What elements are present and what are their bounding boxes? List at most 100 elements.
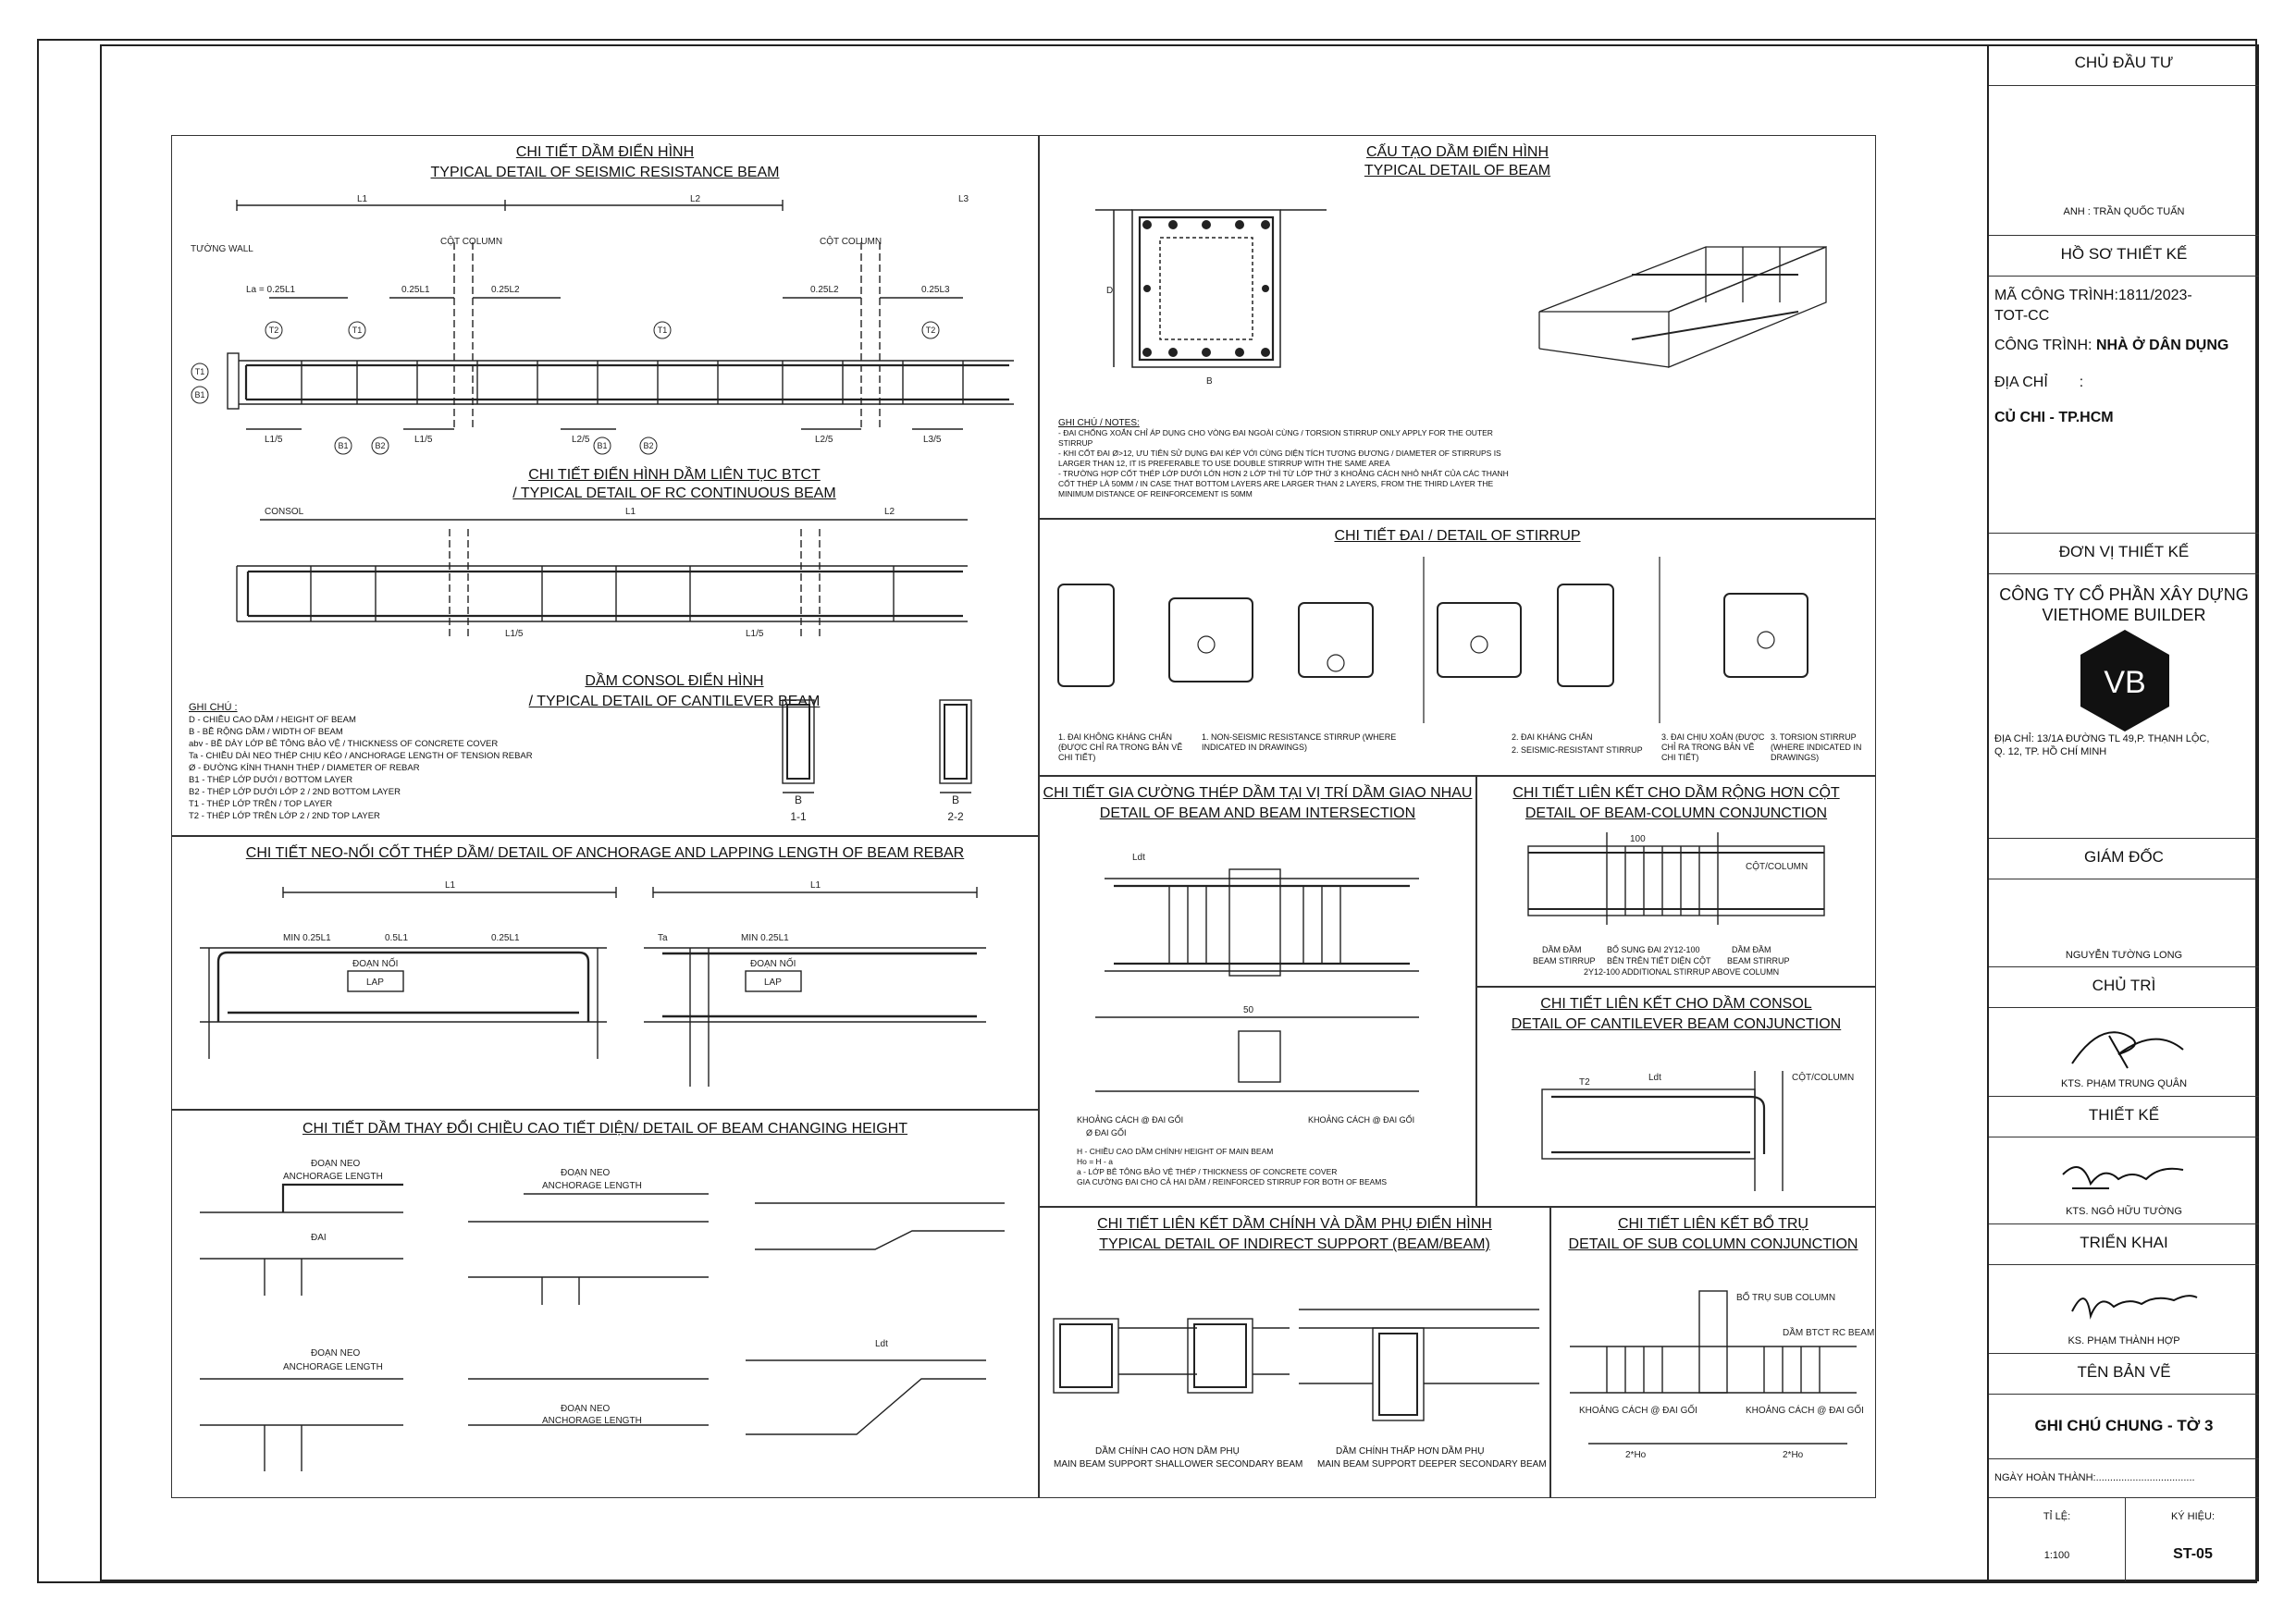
beam-note-line: CỐT THÉP LÀ 50MM / IN CASE THAT BOTTOM L…	[1058, 479, 1494, 488]
p7-title-en: DETAIL OF BEAM CHANGING HEIGHT	[642, 1121, 908, 1137]
sc-kc-b: KHOẢNG CÁCH @ ĐAI GỐI	[1746, 1403, 1864, 1416]
dim-025l2: 0.25L2	[491, 285, 520, 295]
panel-seismic-beam: CHI TIẾT DẦM ĐIỂN HÌNH TYPICAL DETAIL OF…	[171, 135, 1039, 836]
section-b-2: B	[952, 793, 959, 806]
dim-la: La = 0.25L1	[246, 285, 296, 295]
beam-b: B	[1206, 376, 1213, 387]
scale-label: TỈ LỆ:	[2043, 1511, 2071, 1522]
legend: GHI CHÚ : D - CHIỀU CAO DẦM / HEIGHT OF …	[189, 702, 533, 822]
label-col-1: CỘT COLUMN	[440, 235, 502, 247]
bc-additional: 2Y12-100 ADDITIONAL STIRRUP ABOVE COLUMN	[1584, 967, 1780, 977]
p11-cap2a: DẦM CHÍNH THẤP HƠN DẦM PHỤ	[1336, 1446, 1485, 1457]
p7-title: CHI TIẾT DẦM THAY ĐỔI CHIỀU CAO TIẾT DIỆ…	[172, 1120, 1038, 1138]
p2-title-en: / TYPICAL DETAIL OF RC CONTINUOUS BEAM	[512, 486, 836, 501]
beam-3d-drawing	[1538, 246, 1827, 368]
mark-b1-b: B1	[597, 441, 607, 450]
anch-doannoi-b: ĐOẠN NỐI	[750, 956, 796, 969]
sheetname-box: GHI CHÚ CHUNG - TỜ 3	[1989, 1394, 2259, 1458]
beam-note-line: STIRRUP	[1058, 438, 1093, 448]
stirrup-caption: 2. ĐAI KHÁNG CHẤN	[1512, 732, 1593, 742]
ch-dai: ĐAI	[311, 1233, 327, 1243]
code-label: MÃ CÔNG TRÌNH:	[1994, 288, 2118, 303]
beam-note-line: - ĐAI CHỐNG XOẮN CHỈ ÁP DỤNG CHO VÒNG ĐA…	[1058, 428, 1493, 437]
p5-title: CHI TIẾT ĐAI / DETAIL OF STIRRUP	[1334, 528, 1581, 544]
p8-title-vn: CHI TIẾT GIA CƯỜNG THÉP DẦM TẠI VỊ TRÍ D…	[1043, 785, 1473, 801]
bc-dambt-b: DẦM ĐẦM	[1732, 945, 1771, 954]
mark-t1-a: T1	[352, 326, 363, 335]
sc-botru: BỔ TRỤ SUB COLUMN	[1736, 1291, 1835, 1303]
p7-title-vn: CHI TIẾT DẦM THAY ĐỔI CHIỀU CAO TIẾT DIỆ…	[302, 1121, 639, 1137]
anch-min: MIN 0.25L1	[283, 933, 331, 943]
bc-bentren: BÊN TRÊN TIẾT DIỆN CỘT	[1607, 956, 1711, 965]
file-head: HỒ SƠ THIẾT KẾ	[1989, 235, 2259, 276]
sheet-border	[37, 39, 2257, 1583]
design-head: THIẾT KẾ	[1989, 1096, 2259, 1137]
panel-typical-beam: CẤU TẠO DẦM ĐIỂN HÌNH TYPICAL DETAIL OF …	[1039, 135, 1876, 519]
drawing-border	[100, 44, 2259, 1581]
bc-bosung: BỔ SUNG ĐAI 2Y12-100	[1607, 945, 1700, 954]
mark-b1-c: B1	[194, 390, 204, 400]
code2-label: KÝ HIỆU:	[2170, 1511, 2216, 1522]
scale-divider	[2125, 1498, 2126, 1581]
p10-title-vn: CHI TIẾT LIÊN KẾT CHO DẦM CONSOL	[1540, 996, 1812, 1012]
proj-value: NHÀ Ở DÂN DỤNG	[2095, 338, 2229, 353]
dim-cont-l1: L1	[625, 507, 636, 517]
anchorage-drawing: L1 L1 MIN 0.25L1 0.5L1 0.25L1 ĐOẠN NỐI L…	[200, 880, 986, 1087]
ch-doanneo-d: ĐOẠN NEO	[561, 1404, 611, 1414]
mark-t2-a: T2	[269, 326, 279, 335]
panel-anchorage: CHI TIẾT NEO-NỐI CỐT THÉP DẦM/ DETAIL OF…	[171, 836, 1039, 1110]
code-value2: TOT-CC	[1994, 308, 2050, 324]
dim-cont-l15: L1/5	[505, 629, 524, 639]
p9-title-vn: CHI TIẾT LIÊN KẾT CHO DẦM RỘNG HƠN CỘT	[1512, 785, 1840, 801]
anch-lap: LAP	[366, 977, 384, 988]
legend-line: Ø - ĐƯỜNG KÍNH THANH THÉP / DIAMETER OF …	[189, 763, 420, 773]
design-signature	[2062, 1166, 2184, 1189]
beam-notes: GHI CHÚ / NOTES: - ĐAI CHỐNG XOẮN CHỈ ÁP…	[1058, 418, 1509, 499]
company-addr-1: ĐỊA CHỈ: 13/1A ĐƯỜNG TL 49,P. THẠNH LỘC,	[1994, 733, 2210, 744]
addr-label: ĐỊA CHỈ	[1994, 375, 2048, 390]
ch-anchorage: ANCHORAGE LENGTH	[283, 1172, 383, 1182]
owner-head: CHỦ ĐẦU TƯ	[2074, 54, 2174, 71]
anch-ta: Ta	[658, 933, 668, 943]
dim-l15a: L1/5	[265, 435, 283, 445]
stirrup-caption: 3. ĐAI CHỊU XOẮN (ĐƯỢC CHỈ RA TRONG BẢN …	[1661, 732, 1765, 762]
mark-t1-c: T1	[195, 367, 205, 376]
scale-box: TỈ LỆ: 1:100 KÝ HIỆU: ST-05	[1989, 1497, 2259, 1581]
dim-l15b: L1/5	[414, 435, 433, 445]
p12-title-vn: CHI TIẾT LIÊN KẾT BỔ TRỤ	[1618, 1216, 1808, 1232]
addr-colon: :	[2079, 375, 2084, 390]
date-label: NGÀY HOÀN THÀNH:........................…	[1994, 1472, 2195, 1483]
deploy-head: TRIỂN KHAI	[1989, 1223, 2259, 1264]
deploy-box: KS. PHẠM THÀNH HỢP	[1989, 1264, 2259, 1353]
title-block: CHỦ ĐẦU TƯ ANH : TRẦN QUỐC TUẤN HỒ SƠ TH…	[1987, 44, 2259, 1581]
p11-cap1b: MAIN BEAM SUPPORT SHALLOWER SECONDARY BE…	[1054, 1459, 1303, 1469]
legend-line: T2 - THÉP LỚP TRÊN LỚP 2 / 2ND TOP LAYER	[189, 811, 380, 821]
beam-column-drawing: 100 CỘT/COLUMN	[1527, 832, 1825, 925]
seismic-beam-drawing: L1 L2 L3 La = 0.25L1 0.25L1 0.25L2 0.25L…	[191, 194, 1014, 455]
director-head: GIÁM ĐỐC	[1989, 838, 2259, 879]
stirrup-caption: 3. TORSION STIRRUP (WHERE INDICATED IN D…	[1771, 732, 1862, 762]
int-note: Ho = H - a	[1077, 1157, 1113, 1166]
sheetname-head: TÊN BẢN VẼ	[1989, 1353, 2259, 1394]
owner-name: ANH : TRẦN QUỐC TUẤN	[2063, 206, 2185, 217]
dim-cont-l15b: L1/5	[746, 629, 764, 639]
dim-025l2b: 0.25L2	[810, 285, 839, 295]
bc-dambt: DẦM ĐẦM	[1542, 945, 1582, 954]
ch-doanneo-b: ĐOẠN NEO	[561, 1168, 611, 1178]
label-col-2: CỘT COLUMN	[820, 235, 882, 247]
beam-notes-head: GHI CHÚ / NOTES:	[1058, 418, 1140, 428]
legend-head: GHI CHÚ :	[189, 702, 238, 713]
code-value: 1811/2023-	[2117, 288, 2192, 303]
project-box: MÃ CÔNG TRÌNH:1811/2023- TOT-CC CÔNG TRÌ…	[1989, 276, 2259, 533]
anch-l1b: L1	[810, 880, 821, 891]
int-caption: KHOẢNG CÁCH @ ĐAI GỐI	[1077, 1115, 1184, 1125]
continuous-beam-drawing: CONSOL L1 L2 L1/5 L1/5	[236, 507, 968, 640]
label-consol: CONSOL	[265, 507, 304, 517]
p10-title-en: DETAIL OF CANTILEVER BEAM CONJUNCTION	[1511, 1016, 1842, 1032]
beam-section-drawing: D B	[1095, 209, 1327, 387]
cc-t2: T2	[1579, 1077, 1590, 1088]
legend-line: T1 - THÉP LỚP TRÊN / TOP LAYER	[189, 799, 333, 809]
designer-head: ĐƠN VỊ THIẾT KẾ	[1989, 533, 2259, 573]
int-50: 50	[1243, 1005, 1254, 1015]
p6-title-en: DETAIL OF ANCHORAGE AND LAPPING LENGTH O…	[498, 845, 965, 861]
